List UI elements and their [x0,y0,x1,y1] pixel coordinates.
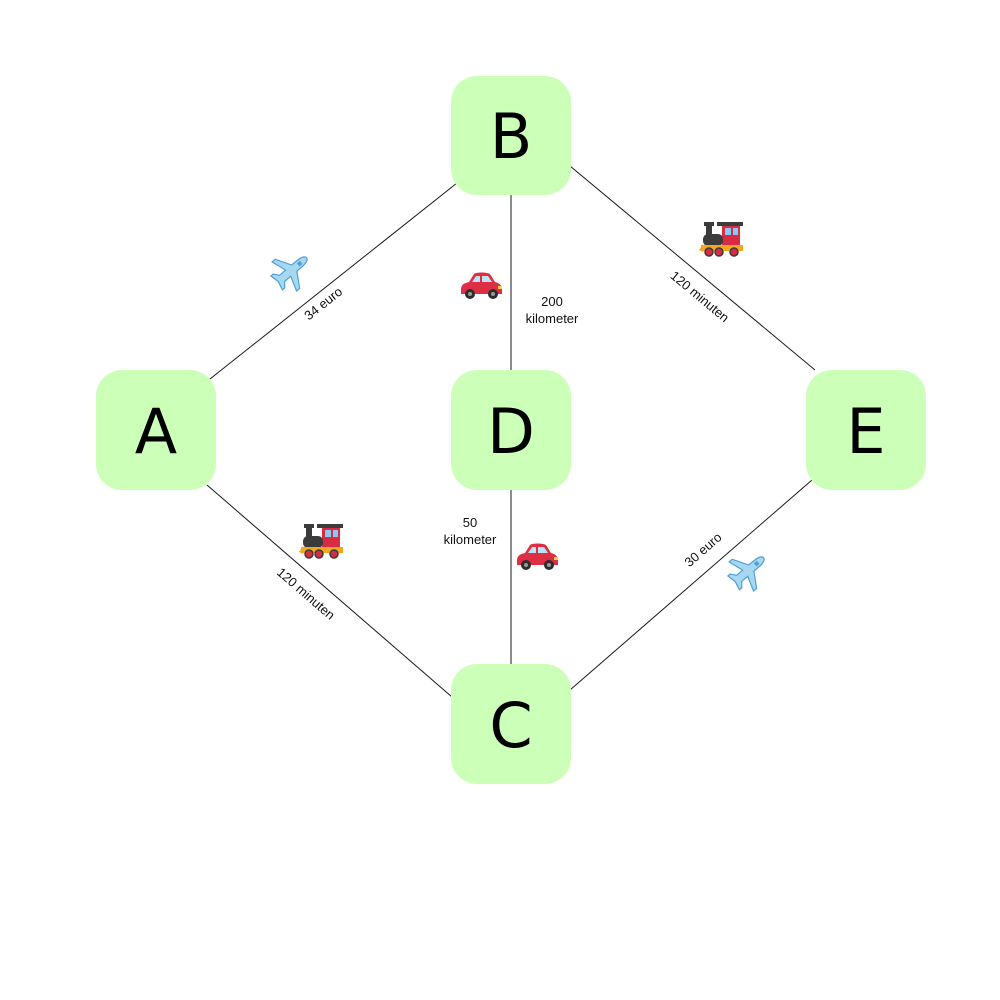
edge-a-c-label: 120 minuten [274,565,338,623]
edge-c-e [569,479,813,691]
node-d[interactable]: D [451,370,571,490]
edge-a-b [209,182,458,380]
node-a[interactable]: A [96,370,216,490]
edge-b-d-label-line1: 200 [541,294,563,309]
car-icon [461,272,502,299]
node-e-label: E [846,395,885,468]
train-icon [698,221,744,257]
car-icon [517,543,558,570]
node-c-label: C [489,689,532,762]
node-b-label: B [490,100,533,173]
edge-b-d-label-line2: kilometer [526,311,579,326]
node-e[interactable]: E [806,370,926,490]
edge-d-c-label-line2: kilometer [444,532,497,547]
edge-b-e-label: 120 minuten [668,268,733,325]
edge-d-c-label-line1: 50 [463,515,477,530]
edge-c-e-label: 30 euro [681,529,724,569]
node-c[interactable]: C [451,664,571,784]
node-d-label: D [487,395,535,468]
edge-b-e [569,165,816,371]
edge-a-c [206,484,453,698]
node-a-label: A [135,395,177,468]
airplane-icon [263,242,320,299]
train-icon [298,523,344,559]
node-b[interactable]: B [451,76,571,195]
